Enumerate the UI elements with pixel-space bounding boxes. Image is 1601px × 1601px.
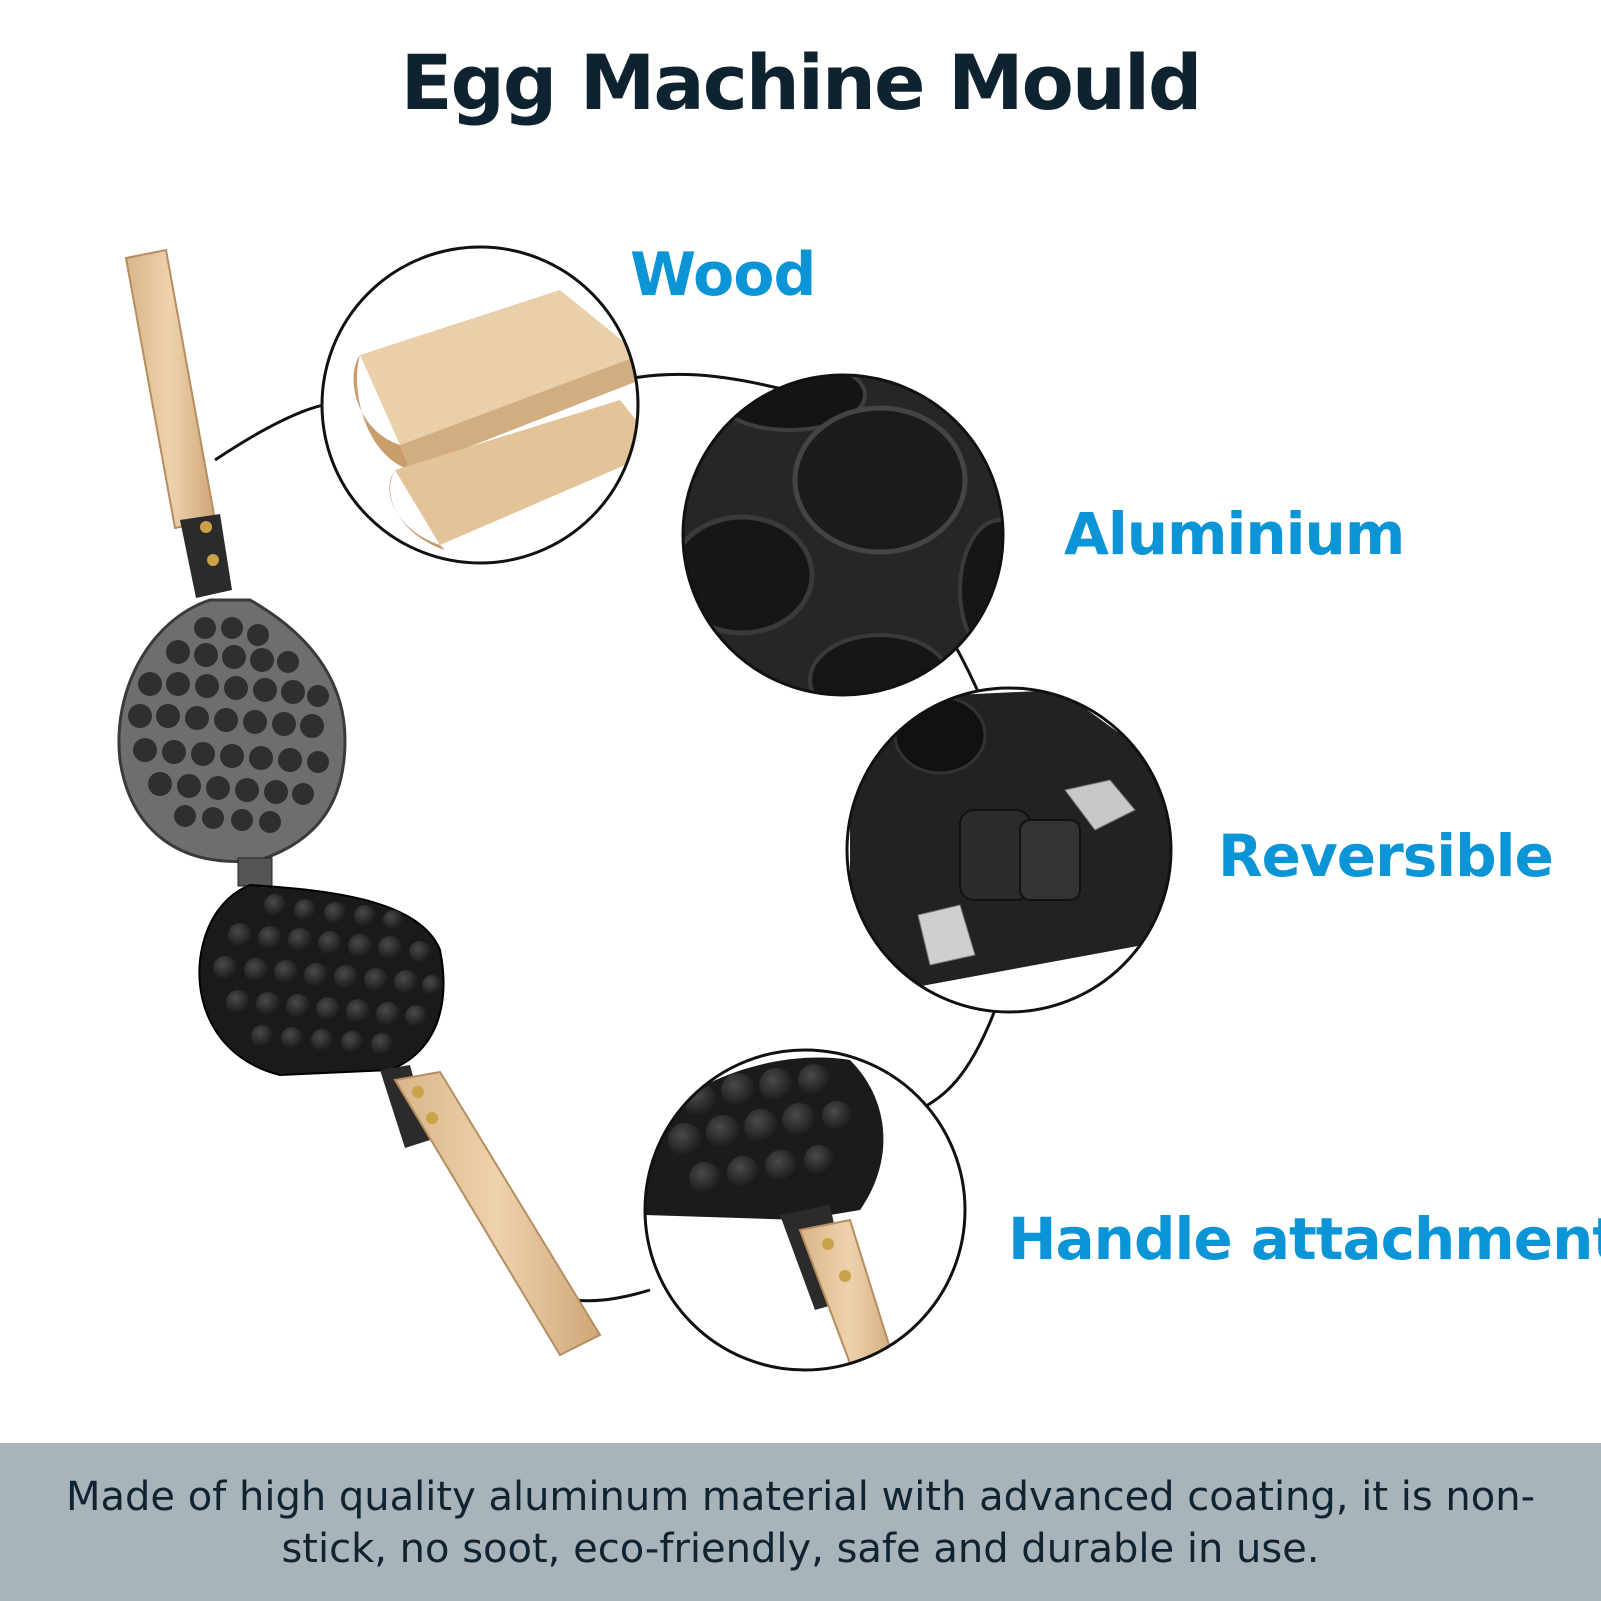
handle-attachment-closeup-circle: [643, 1048, 967, 1372]
callout-label-wood: Wood: [630, 240, 816, 310]
product-illustration: [117, 245, 1173, 1372]
lower-handle: [393, 1070, 602, 1357]
upper-handle: [124, 248, 232, 598]
wood-closeup-circle: [320, 245, 640, 565]
callout-label-aluminium: Aluminium: [1064, 500, 1405, 568]
aluminium-closeup-circle: [681, 373, 1005, 697]
description-text: Made of high quality aluminum material w…: [65, 1474, 1536, 1572]
upper-plate: [117, 598, 347, 887]
callout-label-handle-attachment: Handle attachment: [1008, 1205, 1601, 1273]
lower-plate: [198, 883, 445, 1148]
hinge-closeup-circle: [845, 686, 1173, 1014]
callout-label-reversible: Reversible: [1218, 822, 1554, 890]
page-title: Egg Machine Mould: [400, 38, 1203, 127]
description-banner: Made of high quality aluminum material w…: [0, 1443, 1601, 1601]
